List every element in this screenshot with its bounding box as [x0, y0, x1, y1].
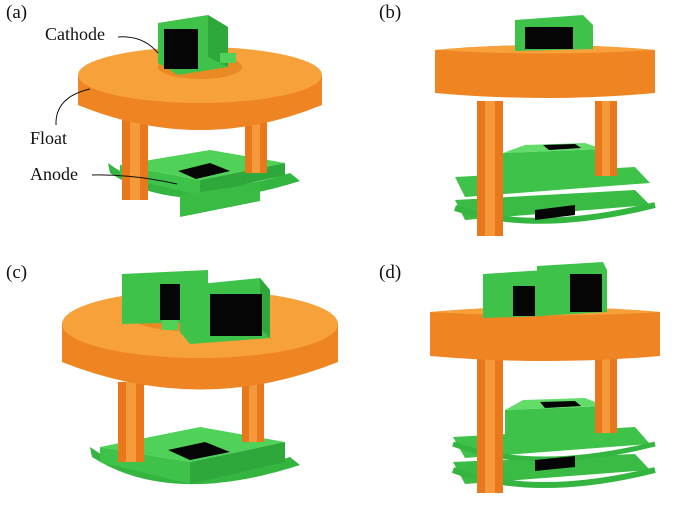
cathode-electrode: [158, 15, 236, 75]
panel-a-illustration: [60, 5, 360, 245]
panel-b-illustration: [425, 5, 665, 245]
panel-label-c: (c): [6, 262, 28, 283]
callout-cathode: Cathode: [45, 24, 105, 44]
cathode-electrode: [515, 15, 593, 51]
callout-anode: Anode: [30, 164, 78, 184]
panel-label-d: (d): [379, 262, 402, 283]
anode-stack: [454, 143, 656, 224]
float-pillars: [477, 358, 617, 493]
cathode-electrodes: [483, 262, 607, 318]
panel-label-b: (b): [379, 2, 402, 23]
panel-c-illustration: [60, 262, 360, 507]
float-ring: [78, 47, 322, 130]
panel-d-illustration: [425, 262, 665, 507]
callout-float: Float: [30, 128, 68, 148]
panel-label-a: (a): [6, 2, 28, 23]
float-pillars: [122, 113, 267, 200]
float-pillars: [477, 101, 617, 236]
float-pillars: [118, 382, 264, 462]
cathode-electrodes: [122, 270, 270, 344]
float-ring: [435, 45, 655, 98]
